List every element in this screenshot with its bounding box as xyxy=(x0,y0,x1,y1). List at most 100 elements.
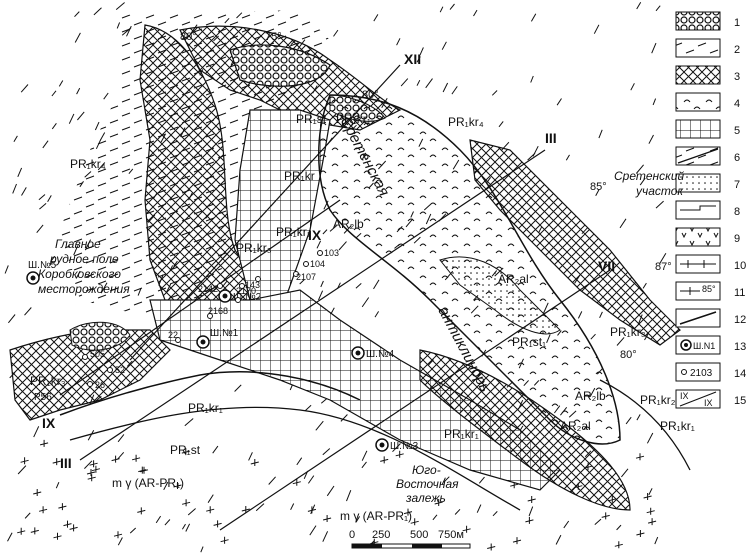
svg-text:22: 22 xyxy=(168,330,178,340)
hatch-stroke xyxy=(374,311,380,318)
hatch-stroke xyxy=(400,78,409,87)
hatch-stroke xyxy=(416,56,421,63)
intrusive-cross-mark xyxy=(20,457,29,465)
shaft-5: Ш.№5 xyxy=(26,260,57,285)
hatch-stroke xyxy=(346,490,352,502)
hatch-stroke xyxy=(290,503,295,511)
intrusive-cross-mark xyxy=(89,460,98,468)
svg-text:Ш.№2: Ш.№2 xyxy=(233,292,262,303)
hatch-stroke xyxy=(441,41,447,50)
profile-label-iii-sw: III xyxy=(60,455,72,471)
hatch-stroke xyxy=(87,430,95,441)
unit-cross-hatched-southeast xyxy=(419,349,631,511)
svg-text:505: 505 xyxy=(90,349,105,359)
place-main-ore-field-4: месторождения xyxy=(38,282,130,296)
svg-text:14: 14 xyxy=(734,368,746,380)
dip-angles: 80° 75° 80° 85° 87° 80° xyxy=(180,31,672,361)
hatch-stroke xyxy=(329,225,337,232)
hatch-stroke xyxy=(361,450,368,461)
svg-text:8: 8 xyxy=(734,206,740,218)
hatch-stroke xyxy=(200,546,204,553)
place-southeast-deposit-2: Восточная xyxy=(396,477,459,491)
fold-outline-east xyxy=(599,379,691,471)
intrusive-cross-mark xyxy=(647,518,657,526)
hatch-stroke xyxy=(84,460,93,469)
intrusive-cross-mark xyxy=(131,454,141,462)
hatch-stroke xyxy=(304,404,312,412)
intrusive-cross-mark xyxy=(462,525,471,533)
legend-item-8: 8 xyxy=(675,200,740,220)
label-pr1kr1-north: PR₁kr₁ xyxy=(336,112,371,126)
svg-text:9: 9 xyxy=(734,233,740,245)
borehole-22: 22 xyxy=(168,330,181,343)
hatch-stroke xyxy=(255,503,265,512)
hatch-stroke xyxy=(8,314,16,324)
shaft-2: Ш.№2 xyxy=(218,289,262,303)
hatch-stroke xyxy=(590,333,596,340)
label-pr1kr2-east: PR₁kr₂ xyxy=(640,393,676,407)
intrusive-cross-mark xyxy=(91,465,101,473)
hatch-stroke xyxy=(441,477,446,485)
hatch-stroke xyxy=(449,3,455,10)
intrusive-cross-mark xyxy=(635,453,645,461)
hatch-stroke xyxy=(530,75,534,83)
hatch-stroke xyxy=(207,494,214,503)
hatch-stroke xyxy=(55,482,60,489)
hatch-stroke xyxy=(248,452,253,461)
hatch-stroke xyxy=(77,111,85,121)
dip-angle-2: 75° xyxy=(265,31,282,43)
dip-angle-4: 85° xyxy=(590,181,607,193)
svg-text:Ш.№1: Ш.№1 xyxy=(210,328,239,339)
intrusive-cross-mark xyxy=(137,507,146,515)
hatch-stroke xyxy=(416,79,421,86)
label-pr1kr3-east: PR₁kr₃ xyxy=(610,325,646,339)
hatch-stroke xyxy=(530,13,537,22)
hatch-stroke xyxy=(4,265,9,274)
intrusive-cross-mark xyxy=(206,506,215,514)
intrusive-cross-mark xyxy=(38,506,48,514)
dip-angle-3: 80° xyxy=(362,89,379,101)
intrusive-cross-mark xyxy=(181,499,191,507)
hatch-stroke xyxy=(442,82,449,93)
intrusive-cross-mark xyxy=(512,537,522,545)
intrusive-cross-mark xyxy=(525,516,534,524)
profile-label-ix-w: IX xyxy=(42,415,56,431)
intrusive-cross-mark xyxy=(487,543,496,551)
profile-label-ix-n: IX xyxy=(308,227,322,243)
intrusive-cross-mark xyxy=(292,478,301,486)
hatch-stroke xyxy=(318,290,324,301)
hatch-stroke xyxy=(648,488,653,496)
intrusive-cross-mark xyxy=(86,469,96,476)
hatch-stroke xyxy=(163,481,169,491)
intrusive-cross-mark xyxy=(213,520,222,528)
hatch-stroke xyxy=(103,92,109,100)
scale-tick-250: 250 xyxy=(372,529,390,541)
hatch-stroke xyxy=(619,218,627,229)
hatch-stroke xyxy=(651,42,657,54)
hatch-stroke xyxy=(330,307,335,314)
hatch-stroke xyxy=(13,135,18,142)
hatch-stroke xyxy=(532,145,539,157)
scale-tick-750: 750м xyxy=(438,529,464,541)
svg-text:4: 4 xyxy=(734,98,740,110)
svg-text:26: 26 xyxy=(95,380,105,390)
fold-outline-south xyxy=(69,406,521,511)
hatch-stroke xyxy=(555,534,562,545)
profile-line-iii xyxy=(79,149,546,461)
intrusive-cross-mark xyxy=(643,493,652,500)
intrusive-cross-mark xyxy=(113,531,123,539)
borehole-505: 505 xyxy=(82,349,105,360)
dip-angle-6: 80° xyxy=(620,349,637,361)
place-sretensky-site-1: Сретенский xyxy=(614,169,684,183)
hatch-stroke xyxy=(563,520,570,529)
hatch-stroke xyxy=(373,14,379,22)
hatch-stroke xyxy=(51,123,57,130)
borehole-26: 26 xyxy=(87,380,105,390)
intrusive-cross-mark xyxy=(646,507,655,515)
profile-line-xii xyxy=(129,64,401,361)
hatch-stroke xyxy=(659,252,667,264)
shaft-3: Ш.№3 xyxy=(375,438,419,452)
svg-text:103: 103 xyxy=(324,248,339,258)
